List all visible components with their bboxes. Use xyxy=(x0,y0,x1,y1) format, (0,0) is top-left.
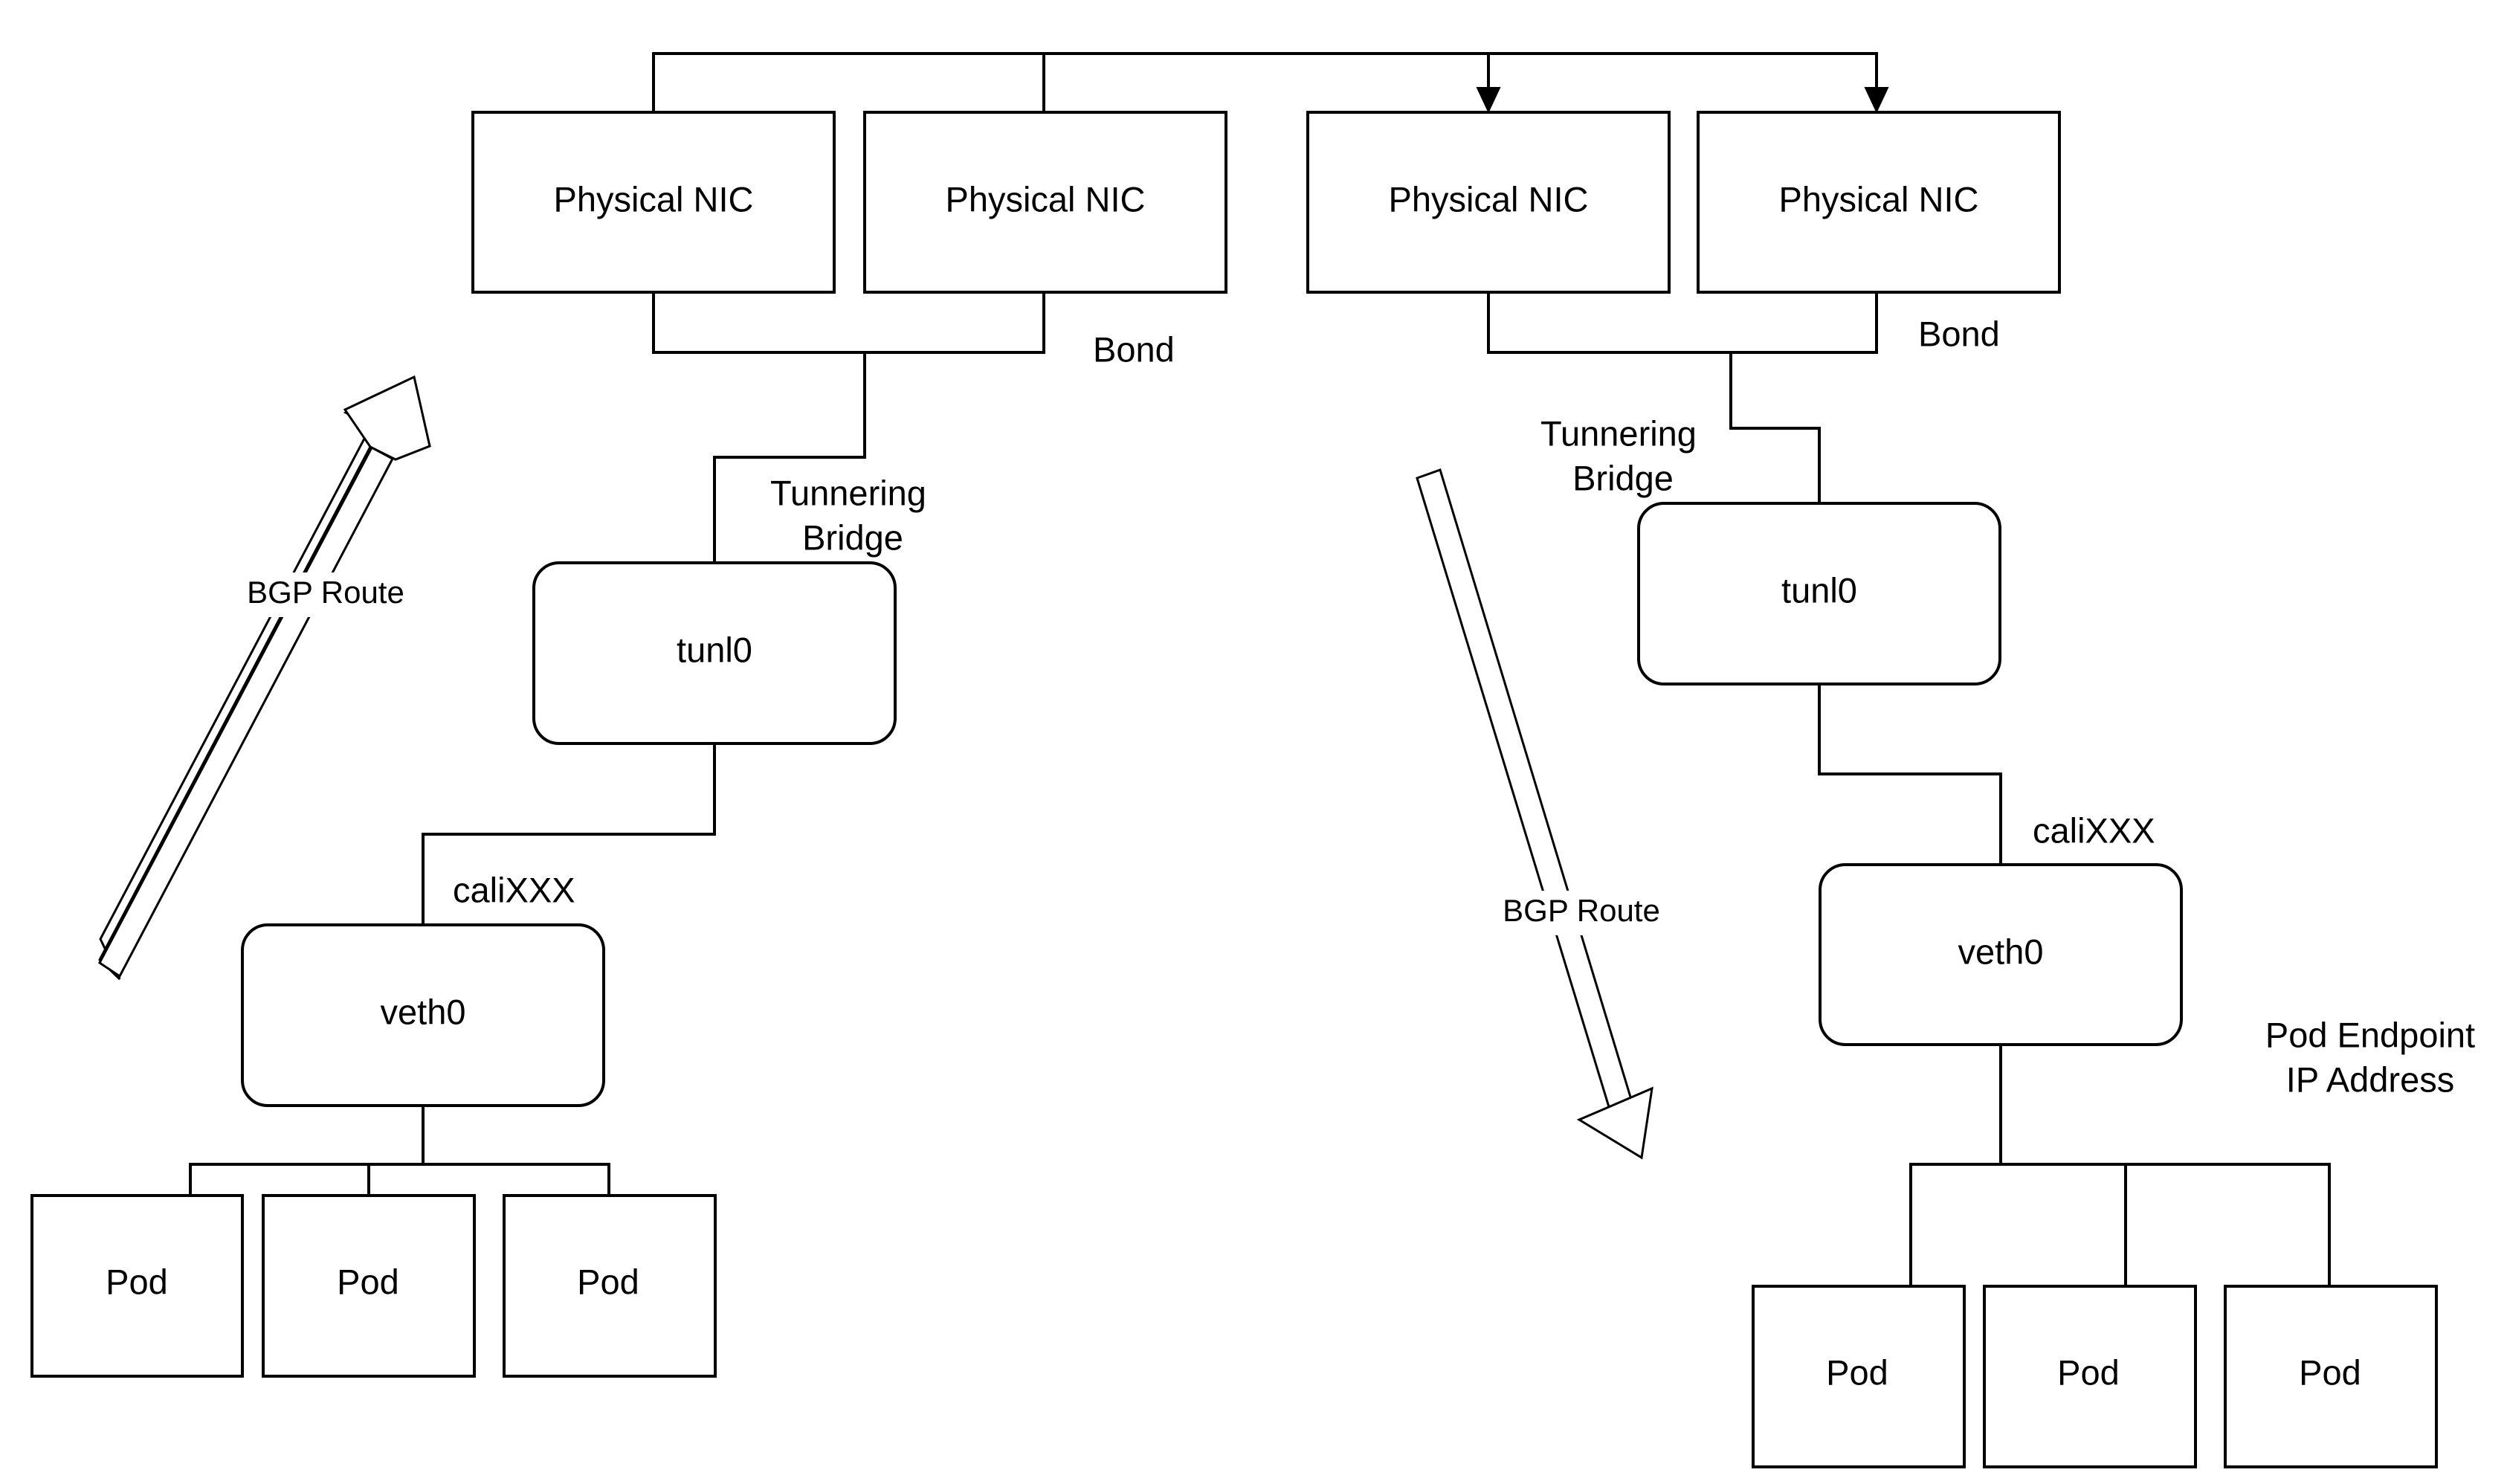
pod-endpoint-label-line1: Pod Endpoint xyxy=(2265,1015,2475,1054)
nic-label: Physical NIC xyxy=(1388,179,1588,219)
pod-label: Pod xyxy=(1826,1352,1888,1392)
nic4-arrowhead xyxy=(1864,87,1889,114)
pod-box-right-1: Pod xyxy=(1752,1285,1966,1468)
route-label-bg xyxy=(1485,891,1677,935)
right-bond-to-tunl-connector xyxy=(1729,352,1821,503)
bond-label-left: Bond xyxy=(1093,329,1175,369)
arrow-down-head xyxy=(1576,1086,1653,1160)
arrow-up-head xyxy=(343,375,431,461)
nic-box-4: Physical NIC xyxy=(1697,111,2061,294)
nic-box-3: Physical NIC xyxy=(1306,111,1671,294)
pod-label: Pod xyxy=(106,1262,168,1301)
tunl-box-right: tunl0 xyxy=(1637,502,2001,685)
veth-box-left: veth0 xyxy=(241,923,605,1107)
tunl-label: tunl0 xyxy=(677,630,752,669)
pod-box-left-1: Pod xyxy=(30,1194,244,1378)
bgp-route-arrow-right: BGP Route xyxy=(1416,468,1677,1160)
left-pod-bus-line xyxy=(189,1163,610,1196)
tunl-label: tunl0 xyxy=(1781,570,1857,610)
nic-label: Physical NIC xyxy=(1778,179,1978,219)
route-label-bg xyxy=(236,572,419,617)
pod-label: Pod xyxy=(2299,1352,2361,1392)
bond-label-right: Bond xyxy=(1918,314,2000,353)
pod-box-left-3: Pod xyxy=(503,1194,717,1378)
right-bond-connector xyxy=(1487,292,1878,354)
bgp-route-arrow-left: BGP Route xyxy=(98,375,431,981)
pod-endpoint-label-line2: IP Address xyxy=(2286,1059,2454,1099)
nic-box-2: Physical NIC xyxy=(863,111,1227,294)
pod-box-left-2: Pod xyxy=(262,1194,476,1378)
bridge-label-right-line2: Bridge xyxy=(1572,458,1674,497)
bgp-route-label-right: BGP Route xyxy=(1503,893,1660,928)
left-bond-to-tunl-connector xyxy=(713,352,866,563)
nic3-arrowhead xyxy=(1476,87,1501,114)
right-pod-bus-line xyxy=(1909,1163,2331,1286)
bridge-label-left-line2: Bridge xyxy=(802,517,903,557)
pod-label: Pod xyxy=(337,1262,399,1301)
left-bond-connector xyxy=(652,292,1045,354)
veth-box-right: veth0 xyxy=(1819,863,2183,1046)
right-tunl-to-veth-connector xyxy=(1818,684,2002,865)
tunl-box-left: tunl0 xyxy=(532,561,897,745)
pod-box-right-2: Pod xyxy=(1983,1285,2197,1468)
bridge-label-left-line1: Tunnering xyxy=(770,473,926,512)
nic-box-1: Physical NIC xyxy=(471,111,836,294)
pod-label: Pod xyxy=(577,1262,639,1301)
arrow-up-body xyxy=(98,445,395,978)
veth-label: veth0 xyxy=(1958,932,2044,971)
cali-label-left: caliXXX xyxy=(453,870,575,909)
bridge-label-right-line1: Tunnering xyxy=(1540,413,1697,453)
veth-label: veth0 xyxy=(381,992,466,1031)
pod-box-right-3: Pod xyxy=(2224,1285,2438,1468)
pod-label: Pod xyxy=(2057,1352,2120,1392)
nic-label: Physical NIC xyxy=(945,179,1145,219)
arrow-down-body xyxy=(1416,468,1633,1111)
top-bus-connector xyxy=(652,52,1878,112)
nic-label: Physical NIC xyxy=(553,179,753,219)
cali-label-right: caliXXX xyxy=(2033,810,2155,850)
bgp-route-label-left: BGP Route xyxy=(247,575,404,610)
left-tunl-to-veth-connector xyxy=(422,743,716,925)
